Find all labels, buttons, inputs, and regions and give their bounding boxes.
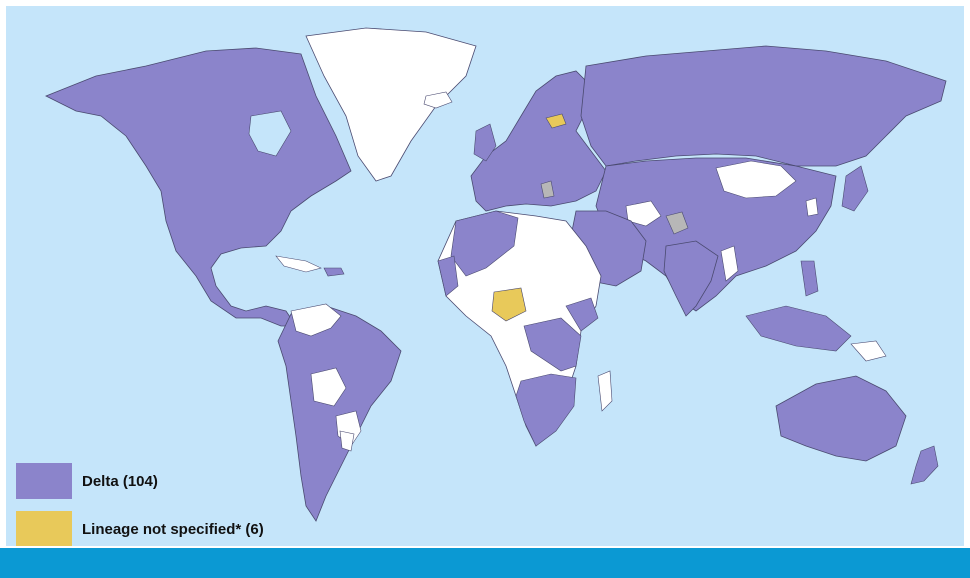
region-west-africa (437, 255, 459, 297)
world-map: Delta (104) Lineage not specified* (6) (6, 6, 964, 546)
region-korea-white (805, 197, 819, 217)
world-map-svg (45, 27, 947, 522)
region-iceland (423, 91, 453, 109)
region-mongolia (715, 160, 797, 199)
region-europe (470, 70, 607, 212)
legend-label-delta: Delta (104) (82, 472, 158, 490)
region-central-africa (523, 317, 582, 372)
region-balkans-grey (540, 180, 555, 199)
region-north-america (45, 47, 352, 327)
legend-item-delta: Delta (104) (16, 461, 316, 501)
region-philippines (800, 260, 819, 297)
region-new-zealand (910, 445, 939, 485)
region-sa-north-white (290, 303, 342, 337)
legend-item-lineage-not-specified: Lineage not specified* (6) (16, 509, 316, 546)
region-madagascar (597, 370, 613, 412)
region-south-america (277, 305, 402, 522)
region-russia (580, 45, 947, 167)
region-png (850, 340, 887, 362)
region-estonia (545, 113, 567, 129)
region-japan (841, 165, 869, 212)
bottom-bar (0, 548, 970, 578)
region-india (663, 240, 719, 317)
legend-label-lineage-not-specified: Lineage not specified* (6) (82, 520, 264, 538)
region-central-asia-white (625, 200, 662, 227)
region-hudson-bay (248, 110, 292, 157)
region-southern-africa (515, 373, 577, 447)
region-horn-africa (565, 297, 599, 332)
legend-swatch-delta (16, 463, 72, 499)
region-australia (775, 375, 907, 462)
region-uk (473, 123, 497, 162)
region-sa-bolivia-white (310, 367, 347, 407)
region-afghan-grey (665, 211, 689, 235)
region-greenland (305, 27, 477, 182)
legend-swatch-lineage-not-specified (16, 511, 72, 546)
region-sea-white (720, 245, 739, 282)
region-sa-southcone-white (339, 430, 355, 452)
region-caribbean (275, 255, 322, 273)
region-sea-islands (745, 305, 852, 352)
region-caribbean-2 (323, 267, 345, 277)
map-legend: Delta (104) Lineage not specified* (6) (16, 461, 316, 546)
region-nigeria (491, 287, 527, 322)
